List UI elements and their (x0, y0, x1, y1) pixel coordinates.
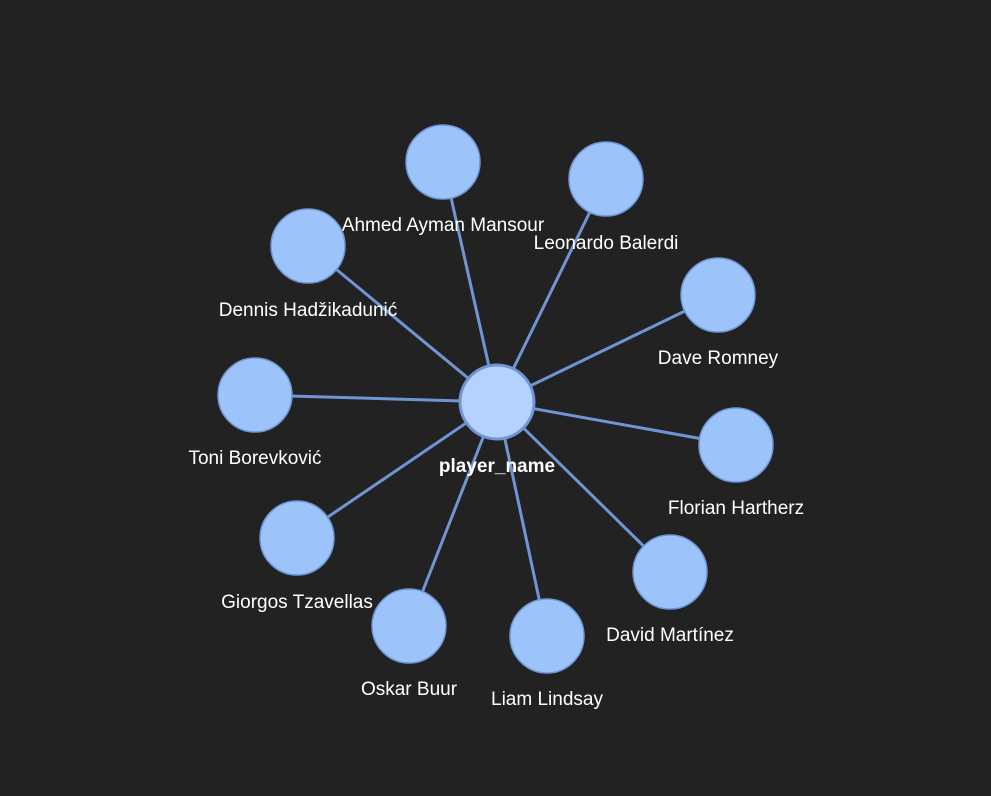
edge-oskar-buur (407, 401, 499, 627)
edge-david-martinez (495, 400, 672, 574)
node-oskar-buur[interactable]: Oskar Buur (361, 588, 458, 700)
edge-toni-borevkovic (254, 393, 498, 404)
node-circle-florian-hartherz[interactable] (698, 407, 774, 483)
node-florian-hartherz[interactable]: Florian Hartherz (668, 407, 804, 519)
edge-leonardo-balerdi (495, 178, 608, 403)
node-label-leonardo-balerdi: Leonardo Balerdi (534, 233, 679, 254)
node-label-toni-borevkovic: Toni Borevković (188, 448, 321, 469)
node-circle-oskar-buur[interactable] (371, 588, 447, 664)
edge-dennis-hadzikadunic (307, 244, 498, 404)
edge-florian-hartherz (496, 400, 737, 447)
node-circle-toni-borevkovic[interactable] (217, 357, 293, 433)
node-label-dave-romney: Dave Romney (658, 348, 779, 369)
node-circle-liam-lindsay[interactable] (509, 598, 585, 674)
node-circle-david-martinez[interactable] (632, 534, 708, 610)
node-dennis-hadzikadunic[interactable]: Dennis Hadžikadunić (219, 208, 398, 321)
center-node[interactable]: player_name (439, 363, 555, 477)
node-circle-dennis-hadzikadunic[interactable] (270, 208, 346, 284)
edge-liam-lindsay (495, 401, 549, 637)
edge-dave-romney (496, 293, 719, 404)
node-label-oskar-buur: Oskar Buur (361, 679, 458, 700)
edge-giorgos-tzavellas (296, 400, 498, 540)
node-leonardo-balerdi[interactable]: Leonardo Balerdi (534, 141, 679, 254)
node-circle-leonardo-balerdi[interactable] (568, 141, 644, 217)
center-node-circle[interactable] (458, 363, 536, 441)
node-dave-romney[interactable]: Dave Romney (658, 257, 779, 369)
node-toni-borevkovic[interactable]: Toni Borevković (188, 357, 322, 469)
node-label-giorgos-tzavellas: Giorgos Tzavellas (221, 592, 373, 613)
node-circle-ahmed-ayman-mansour[interactable] (405, 124, 481, 200)
edge-ahmed-ayman-mansour (441, 161, 499, 403)
node-circle-giorgos-tzavellas[interactable] (259, 500, 335, 576)
node-label-ahmed-ayman-mansour: Ahmed Ayman Mansour (342, 215, 545, 236)
node-label-dennis-hadzikadunic: Dennis Hadžikadunić (219, 300, 398, 321)
node-circle-dave-romney[interactable] (680, 257, 756, 333)
node-liam-lindsay[interactable]: Liam Lindsay (491, 598, 603, 710)
node-label-david-martinez: David Martínez (606, 625, 734, 646)
node-label-florian-hartherz: Florian Hartherz (668, 498, 804, 519)
node-david-martinez[interactable]: David Martínez (606, 534, 734, 646)
node-giorgos-tzavellas[interactable]: Giorgos Tzavellas (221, 500, 373, 613)
edges-layer (254, 161, 737, 637)
node-label-liam-lindsay: Liam Lindsay (491, 689, 603, 710)
node-ahmed-ayman-mansour[interactable]: Ahmed Ayman Mansour (342, 124, 545, 236)
center-node-label: player_name (439, 456, 555, 477)
